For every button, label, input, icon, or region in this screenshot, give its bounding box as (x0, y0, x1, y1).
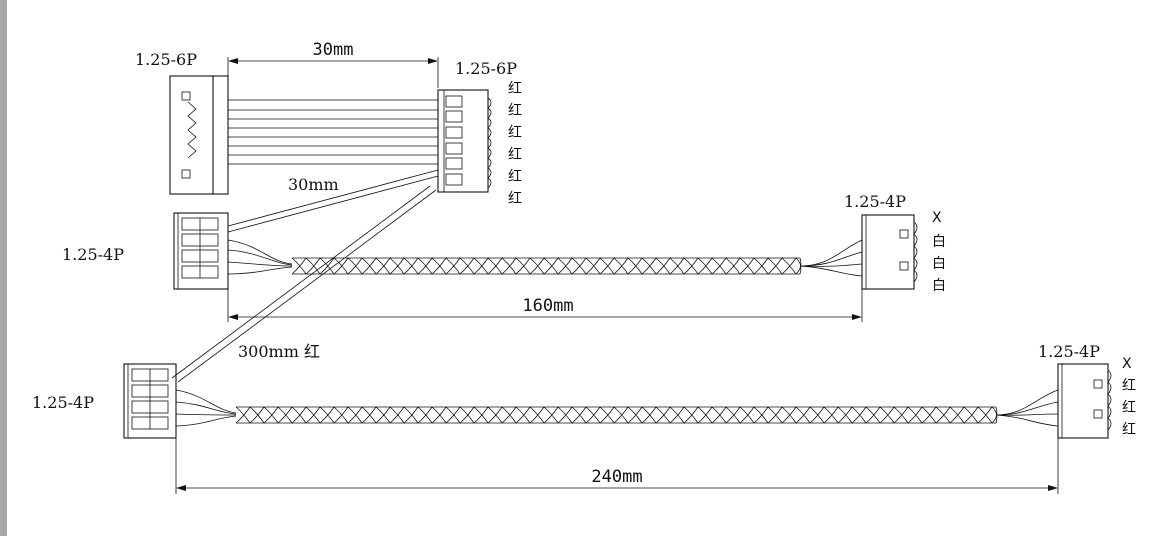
wire-color-label: 红 (508, 191, 522, 207)
branch-wires (171, 169, 439, 383)
top-flat-wires (228, 99, 438, 165)
top-dimension-line (227, 57, 439, 88)
wire-color-label: 红 (508, 81, 522, 97)
bot-right-connector-label: 1.25-4P (1038, 342, 1100, 361)
mid-left-4p-connector (173, 212, 229, 290)
top-right-wire-colors: 红 红 红 红 红 红 (508, 81, 522, 207)
wire-color-label: 红 (508, 147, 522, 163)
top-right-connector-label: 1.25-6P (455, 59, 517, 78)
mid-right-4p-connector (861, 214, 918, 290)
mid-right-wire-colors: X 白 白 白 (932, 210, 946, 294)
bot-twisted-cable (235, 406, 998, 424)
bot-right-4p-connector (1057, 363, 1112, 439)
wire-color-label: X (932, 210, 942, 226)
branch-dimension-label: 30mm (288, 175, 339, 194)
mid-fanout-left (227, 239, 293, 275)
mid-dimension-label: 160mm (522, 296, 573, 316)
mid-twisted-cable (291, 257, 802, 275)
bot-left-connector-label: 1.25-4P (32, 393, 94, 412)
bot-right-wire-colors: X 红 红 红 (1122, 356, 1136, 438)
bot-dimension-label: 240mm (591, 467, 642, 487)
wire-color-label: 红 (1122, 422, 1136, 438)
wire-color-label: 红 (508, 169, 522, 185)
mid-left-connector-label: 1.25-4P (62, 245, 124, 264)
mid-dimension-line (227, 289, 863, 322)
wire-color-label: X (1122, 356, 1132, 372)
top-right-6p-connector (437, 89, 492, 193)
mid-right-connector-label: 1.25-4P (844, 192, 906, 211)
wire-color-label: 白 (932, 234, 946, 250)
wire-color-label: 红 (1122, 400, 1136, 416)
wire-color-label: 红 (1122, 378, 1136, 394)
wire-color-label: 红 (508, 103, 522, 119)
bot-dimension-line (175, 438, 1059, 494)
top-dimension-label: 30mm (313, 40, 354, 60)
wire-color-label: 红 (508, 125, 522, 141)
mid-fanout-right (799, 239, 863, 277)
bot-fanout-right (995, 389, 1059, 427)
wire-color-label: 白 (932, 256, 946, 272)
long-branch-label: 300mm 红 (238, 342, 320, 361)
wire-color-label: 白 (932, 278, 946, 294)
bot-fanout-left (175, 389, 237, 427)
bot-left-4p-connector (123, 363, 177, 439)
top-left-connector-label: 1.25-6P (135, 50, 197, 69)
top-left-6p-connector (169, 75, 229, 195)
left-edge-bar (0, 0, 7, 536)
